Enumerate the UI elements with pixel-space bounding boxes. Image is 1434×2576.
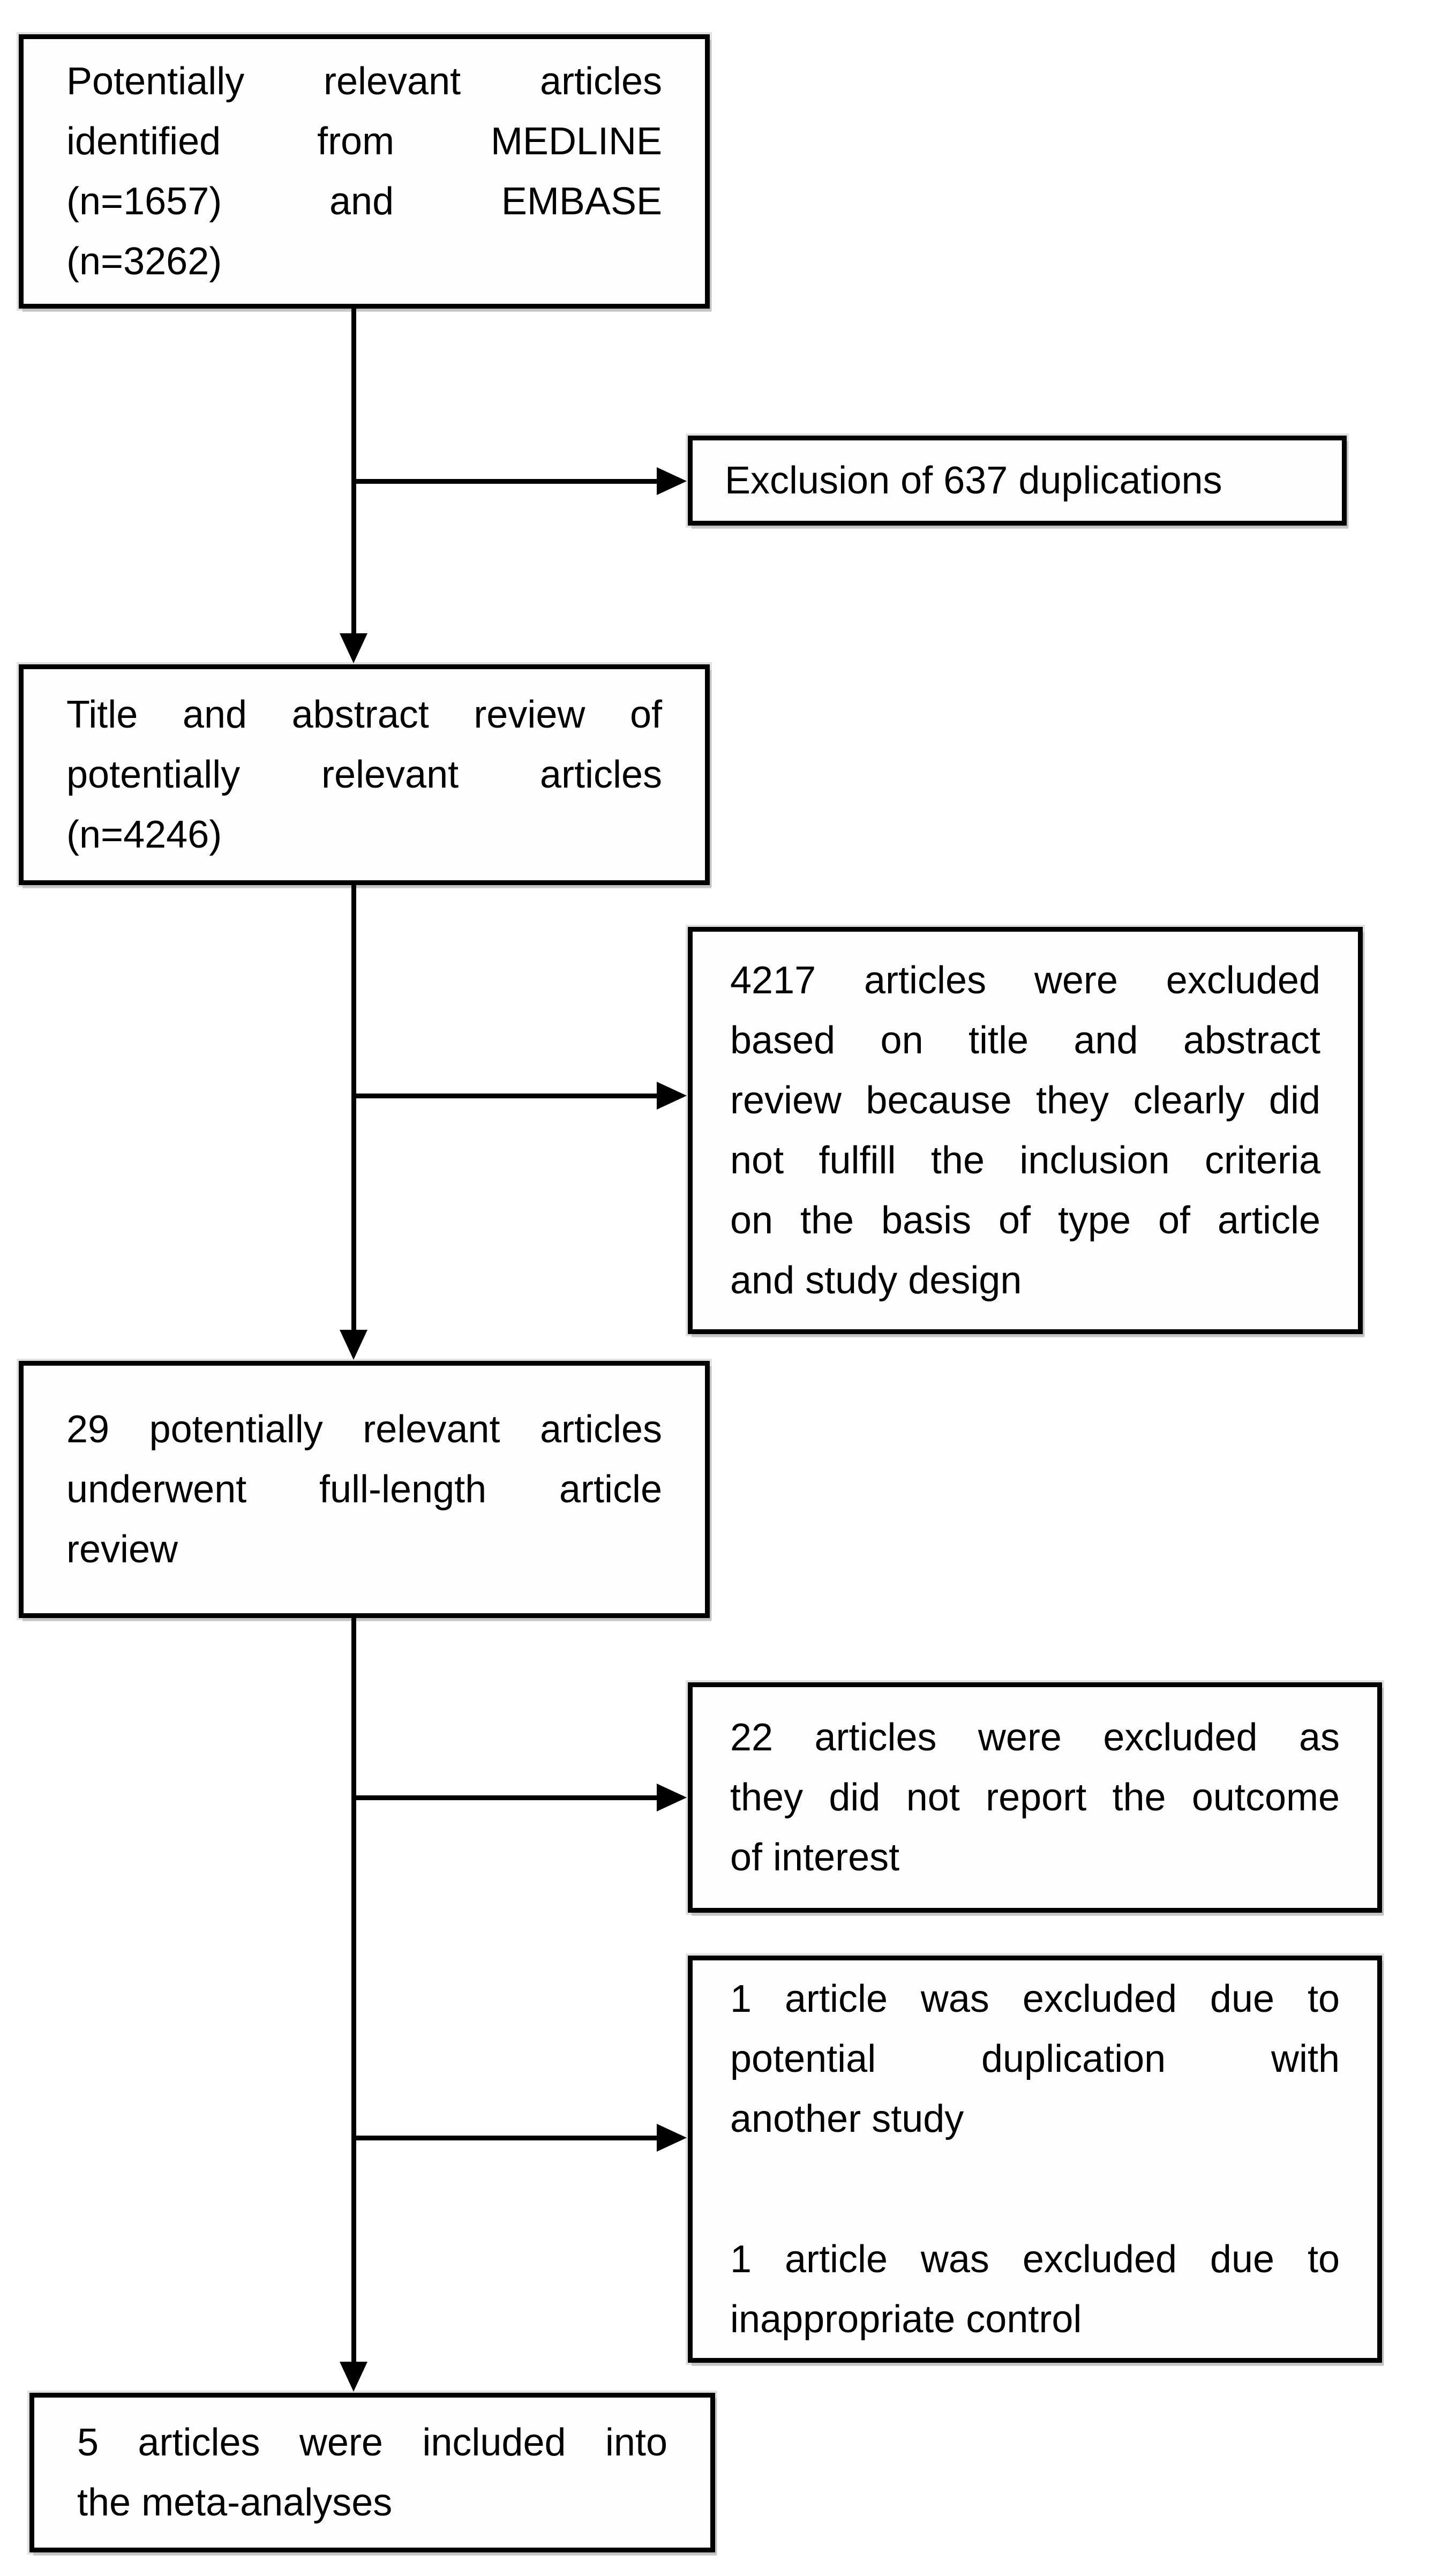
box-text-line: Title and abstract review of <box>66 693 662 736</box>
box-text-line: and study design <box>730 1259 1022 1302</box>
box-articles-identified: Potentially relevant articles identified… <box>19 34 710 309</box>
box-full-length-review: 29 potentially relevant articles underwe… <box>19 1361 710 1618</box>
box-excluded-duplication-and-control: 1 article was excluded due to potential … <box>688 1956 1382 2363</box>
box-excluded-no-outcome: 22 articles were excluded as they did no… <box>688 1682 1382 1913</box>
right-arrowhead-icon <box>657 2124 687 2152</box>
down-arrowhead-icon <box>340 1330 367 1360</box>
box-title-abstract-review: Title and abstract review of potentially… <box>19 664 710 885</box>
box-text-line: based on title and abstract <box>730 1019 1320 1062</box>
box-text-line: 22 articles were excluded as <box>730 1716 1340 1759</box>
box-text-line: inappropriate control <box>730 2298 1082 2341</box>
excluded-duplication-paragraph: 1 article was excluded due to potential … <box>730 1969 1340 2149</box>
connector-to-no-outcome-excluded-line <box>354 1795 658 1800</box>
box-text-line: the meta-analyses <box>77 2481 393 2524</box>
box-text-line: 29 potentially relevant articles <box>66 1408 662 1451</box>
connector-identified-to-review-line <box>351 309 356 634</box>
box-excluded-title-abstract: 4217 articles were excluded based on tit… <box>688 927 1363 1334</box>
connector-to-duplications-line <box>354 479 658 484</box>
box-text-line: potential duplication with <box>730 2038 1340 2080</box>
box-text-line: 4217 articles were excluded <box>730 959 1320 1002</box>
box-text-line: 5 articles were included into <box>77 2421 667 2464</box>
box-text-line: (n=3262) <box>66 240 222 283</box>
box-text-line: review <box>66 1528 178 1571</box>
box-text-line: 1 article was excluded due to <box>730 1978 1340 2020</box>
right-arrowhead-icon <box>657 1784 687 1811</box>
box-text-line: identified from MEDLINE <box>66 120 662 163</box>
right-arrowhead-icon <box>657 1082 687 1110</box>
box-text-line: review because they clearly did <box>730 1079 1320 1122</box>
connector-to-duplication-control-excluded-line <box>354 2136 658 2140</box>
box-text-line: they did not report the outcome <box>730 1776 1340 1819</box>
box-text-line: another study <box>730 2098 964 2140</box>
connector-to-title-abstract-excluded-line <box>354 1094 658 1098</box>
box-text-line: (n=4246) <box>66 813 222 856</box>
box-text-line: 1 article was excluded due to <box>730 2238 1340 2281</box>
box-text-line: not fulfill the inclusion criteria <box>730 1139 1320 1182</box>
connector-review-to-fulllength-line <box>351 885 356 1331</box>
box-duplications-excluded: Exclusion of 637 duplications <box>688 436 1347 526</box>
down-arrowhead-icon <box>340 2362 367 2392</box>
box-text-line: (n=1657) and EMBASE <box>66 180 662 223</box>
box-text-line: Exclusion of 637 duplications <box>725 459 1222 502</box>
right-arrowhead-icon <box>657 467 687 495</box>
box-text-line: on the basis of type of article <box>730 1199 1320 1242</box>
box-text-line: of interest <box>730 1836 900 1879</box>
connector-fulllength-to-included-line <box>351 1618 356 2363</box>
box-included-meta-analyses: 5 articles were included into the meta-a… <box>29 2393 715 2552</box>
box-text-line: underwent full-length article <box>66 1468 662 1511</box>
excluded-control-paragraph: 1 article was excluded due to inappropri… <box>730 2229 1340 2349</box>
box-text-line: potentially relevant articles <box>66 753 662 796</box>
down-arrowhead-icon <box>340 633 367 663</box>
box-text-line: Potentially relevant articles <box>66 60 662 103</box>
